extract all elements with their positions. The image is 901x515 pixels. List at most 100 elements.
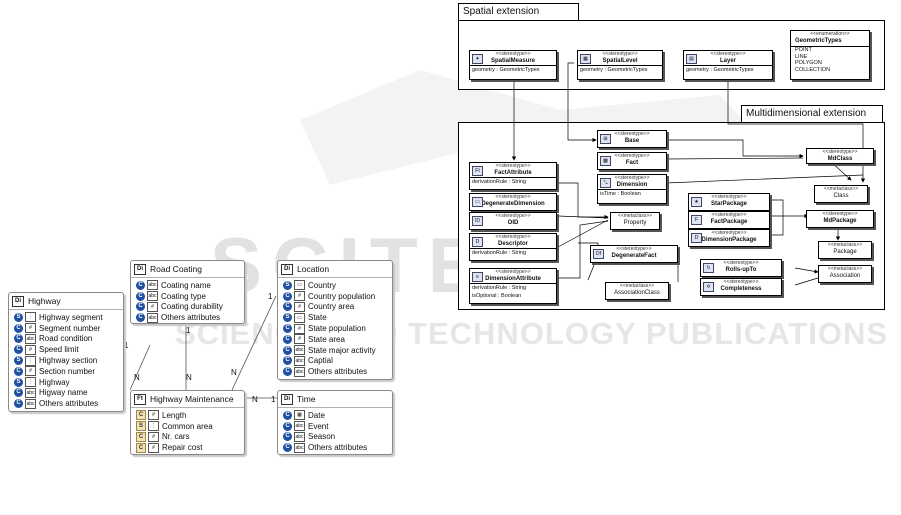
spatial-attribute-icon: S [14,377,23,387]
degenerate-dimension-stereotype[interactable]: ▭ <<stereotype>> DegenerateDimension [469,193,557,211]
class-name: FactAttribute [494,170,532,176]
stereotype-label: <<stereotype>> [614,175,650,181]
stereotype-label: <<stereotype>> [616,246,652,252]
attribute-label: Others attributes [39,399,99,409]
mult-location-one: 1 [268,292,273,301]
enumeration-label: <<enumeration>> [810,31,850,37]
attribute-icon: C [14,345,23,355]
property-metaclass[interactable]: <<metaclass>> Property [610,212,660,230]
attribute-label: State area [308,334,345,344]
attribute-row[interactable]: C#Repair cost [131,442,244,453]
completeness-stereotype[interactable]: ✡ <<stereotype>> Completeness [700,278,782,296]
attribute-row[interactable]: C#State population [278,323,392,334]
spatial-attribute-icon: S [283,280,292,290]
attribute-row[interactable]: C#State area [278,334,392,345]
attribute-row[interactable]: C#Speed limit [9,344,123,355]
attribute-row[interactable]: S▭State [278,312,392,323]
attribute-row[interactable]: C▦Date [278,410,392,421]
geometric-types-enumeration[interactable]: <<enumeration>> GeometricTypes POINT LIN… [790,30,870,80]
attribute-label: Country [308,280,337,290]
class-name: Dimension [616,182,648,188]
rolls-up-to-stereotype[interactable]: ↻ <<stereotype>> Rolls-upTo [700,259,782,277]
class-attribute: geometry : GeometricTypes [470,65,556,74]
attribute-row[interactable]: C#Nr. cars [131,431,244,443]
attribute-icon: C [136,280,145,290]
attribute-icon: C [283,334,292,344]
dimension-icon: ⤡ [600,178,611,188]
star-package-icon: ★ [691,197,702,207]
layer-stereotype[interactable]: ▤ <<stereotype>> Layer geometry : Geomet… [683,50,773,80]
attribute-row[interactable]: S▭Country [278,280,392,291]
fact-stereotype[interactable]: ▩ <<stereotype>> Fact [597,152,667,170]
dimension-package-stereotype[interactable]: D <<stereotype>> DimensionPackage [688,229,770,247]
mdclass-stereotype[interactable]: <<stereotype>> MdClass [806,148,874,164]
attribute-row[interactable]: C#Coating durability [131,301,244,313]
data-type-icon: abc [294,431,305,442]
data-type-icon: ▭ [294,312,305,323]
base-stereotype[interactable]: ⊞ <<stereotype>> Base [597,130,667,148]
class-name: DimensionAttribute [485,276,541,282]
oid-stereotype[interactable]: ID <<stereotype>> OID [469,212,557,230]
data-type-icon: # [25,323,36,334]
data-type-icon: # [148,442,159,453]
enum-literal: COLLECTION [795,66,831,73]
dimension-stereotype[interactable]: ⤡ <<stereotype>> Dimension isTime : Bool… [597,174,667,204]
package-metaclass[interactable]: <<metaclass>> Package [818,241,872,259]
attribute-row[interactable]: S⋮Highway segment [9,312,123,323]
association-metaclass[interactable]: <<metaclass>> Association [818,265,872,283]
attribute-row[interactable]: C#Segment number [9,323,123,334]
class-attribute: isOptional : Boolean [472,293,522,299]
dimension-attribute-stereotype[interactable]: ≡ <<stereotype>> DimensionAttribute deri… [469,268,557,304]
class-name: Layer [719,58,736,64]
md-package-stereotype[interactable]: <<stereotype>> MdPackage [806,210,874,228]
attribute-row[interactable]: C#Section number [9,366,123,377]
class-name: DimensionPackage [701,237,757,243]
spatial-level-stereotype[interactable]: ▦ <<stereotype>> SpatialLevel geometry :… [577,50,663,80]
association-class-metaclass[interactable]: <<metaclass>> AssociationClass [605,282,669,300]
descriptor-stereotype[interactable]: D <<stereotype>> Descriptor derivationRu… [469,233,557,261]
data-type-icon: # [294,334,305,345]
data-type-icon: abc [147,312,158,323]
attribute-label: Segment number [39,323,101,333]
mult-location-n: N [231,368,237,377]
stereotype-label: <<stereotype>> [822,211,858,217]
stereotype-label: <<stereotype>> [614,131,650,137]
class-metaclass[interactable]: <<metaclass>> Class [814,185,868,203]
attribute-icon: C [14,366,23,376]
data-type-icon: abc [294,345,305,356]
fact-attribute-stereotype[interactable]: Ft <<stereotype>> FactAttribute derivati… [469,162,557,190]
attribute-label: State [308,313,327,323]
stereotype-label: <<stereotype>> [614,153,650,159]
attribute-icon: C [136,313,145,323]
star-package-stereotype[interactable]: ★ <<stereotype>> StarPackage [688,193,770,211]
box-type-badge: Ft [134,393,146,405]
spatial-measure-stereotype[interactable]: ✦ <<stereotype>> SpatialMeasure geometry… [469,50,557,80]
degenerate-fact-stereotype[interactable]: Df <<stereotype>> DegenerateFact [590,245,678,263]
attribute-row[interactable]: C#Country population [278,291,392,302]
attribute-row[interactable]: C#Country area [278,301,392,313]
attribute-row[interactable]: S⋮Highway section [9,355,123,366]
attribute-row[interactable]: S⋮Common area [131,421,244,432]
attribute-row[interactable]: C#Length [131,410,244,421]
class-attribute: geometry : GeometricTypes [684,65,772,74]
fact-package-stereotype[interactable]: F <<stereotype>> FactPackage [688,211,770,229]
attribute-row[interactable]: S⋮Highway [9,377,123,388]
